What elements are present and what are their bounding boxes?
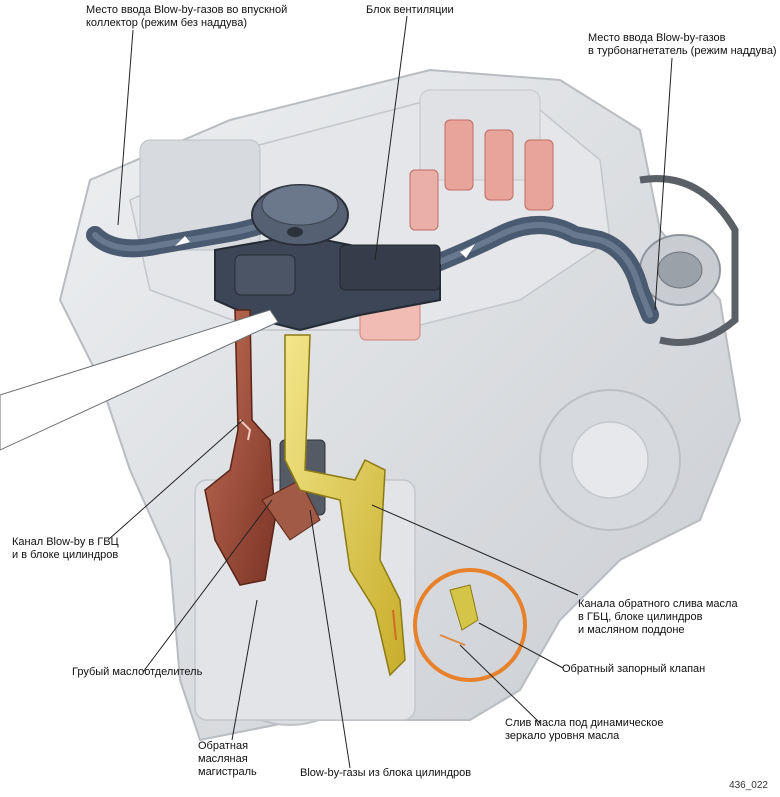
label-blowby-from-block: Blow-by-газы из блока цилиндров: [300, 767, 472, 779]
label-oil-return-line: Обратная масляная магистраль: [198, 740, 257, 778]
label-coarse-separator: Грубый маслоотделитель: [72, 666, 203, 678]
label-turbo-entry: Место ввода Blow-by-газов в турбонагнета…: [588, 32, 777, 57]
blowby-channel-part: [204, 309, 276, 586]
oil-return-part: [284, 334, 479, 677]
label-oil-drain: Слив масла под динамическое зеркало уров…: [505, 717, 664, 742]
ventilation-block: [214, 184, 441, 332]
label-check-valve: Обратный запорный клапан: [562, 663, 706, 675]
turbocharger: [639, 175, 739, 346]
leader-lines: [107, 15, 673, 769]
label-intake-entry: Место ввода Blow-by-газов во впускной ко…: [86, 4, 288, 29]
label-blowby-channel: Канал Blow-by в ГБЦ и в блоке цилиндров: [12, 536, 119, 561]
label-ventilation-block: Блок вентиляции: [366, 4, 454, 16]
check-valve-highlight-ring: [413, 568, 527, 682]
label-return-channels: Канала обратного слива масла в ГБЦ, блок…: [578, 598, 738, 636]
callout-wedge: [0, 309, 279, 451]
figure-id: 436_022: [729, 780, 768, 791]
